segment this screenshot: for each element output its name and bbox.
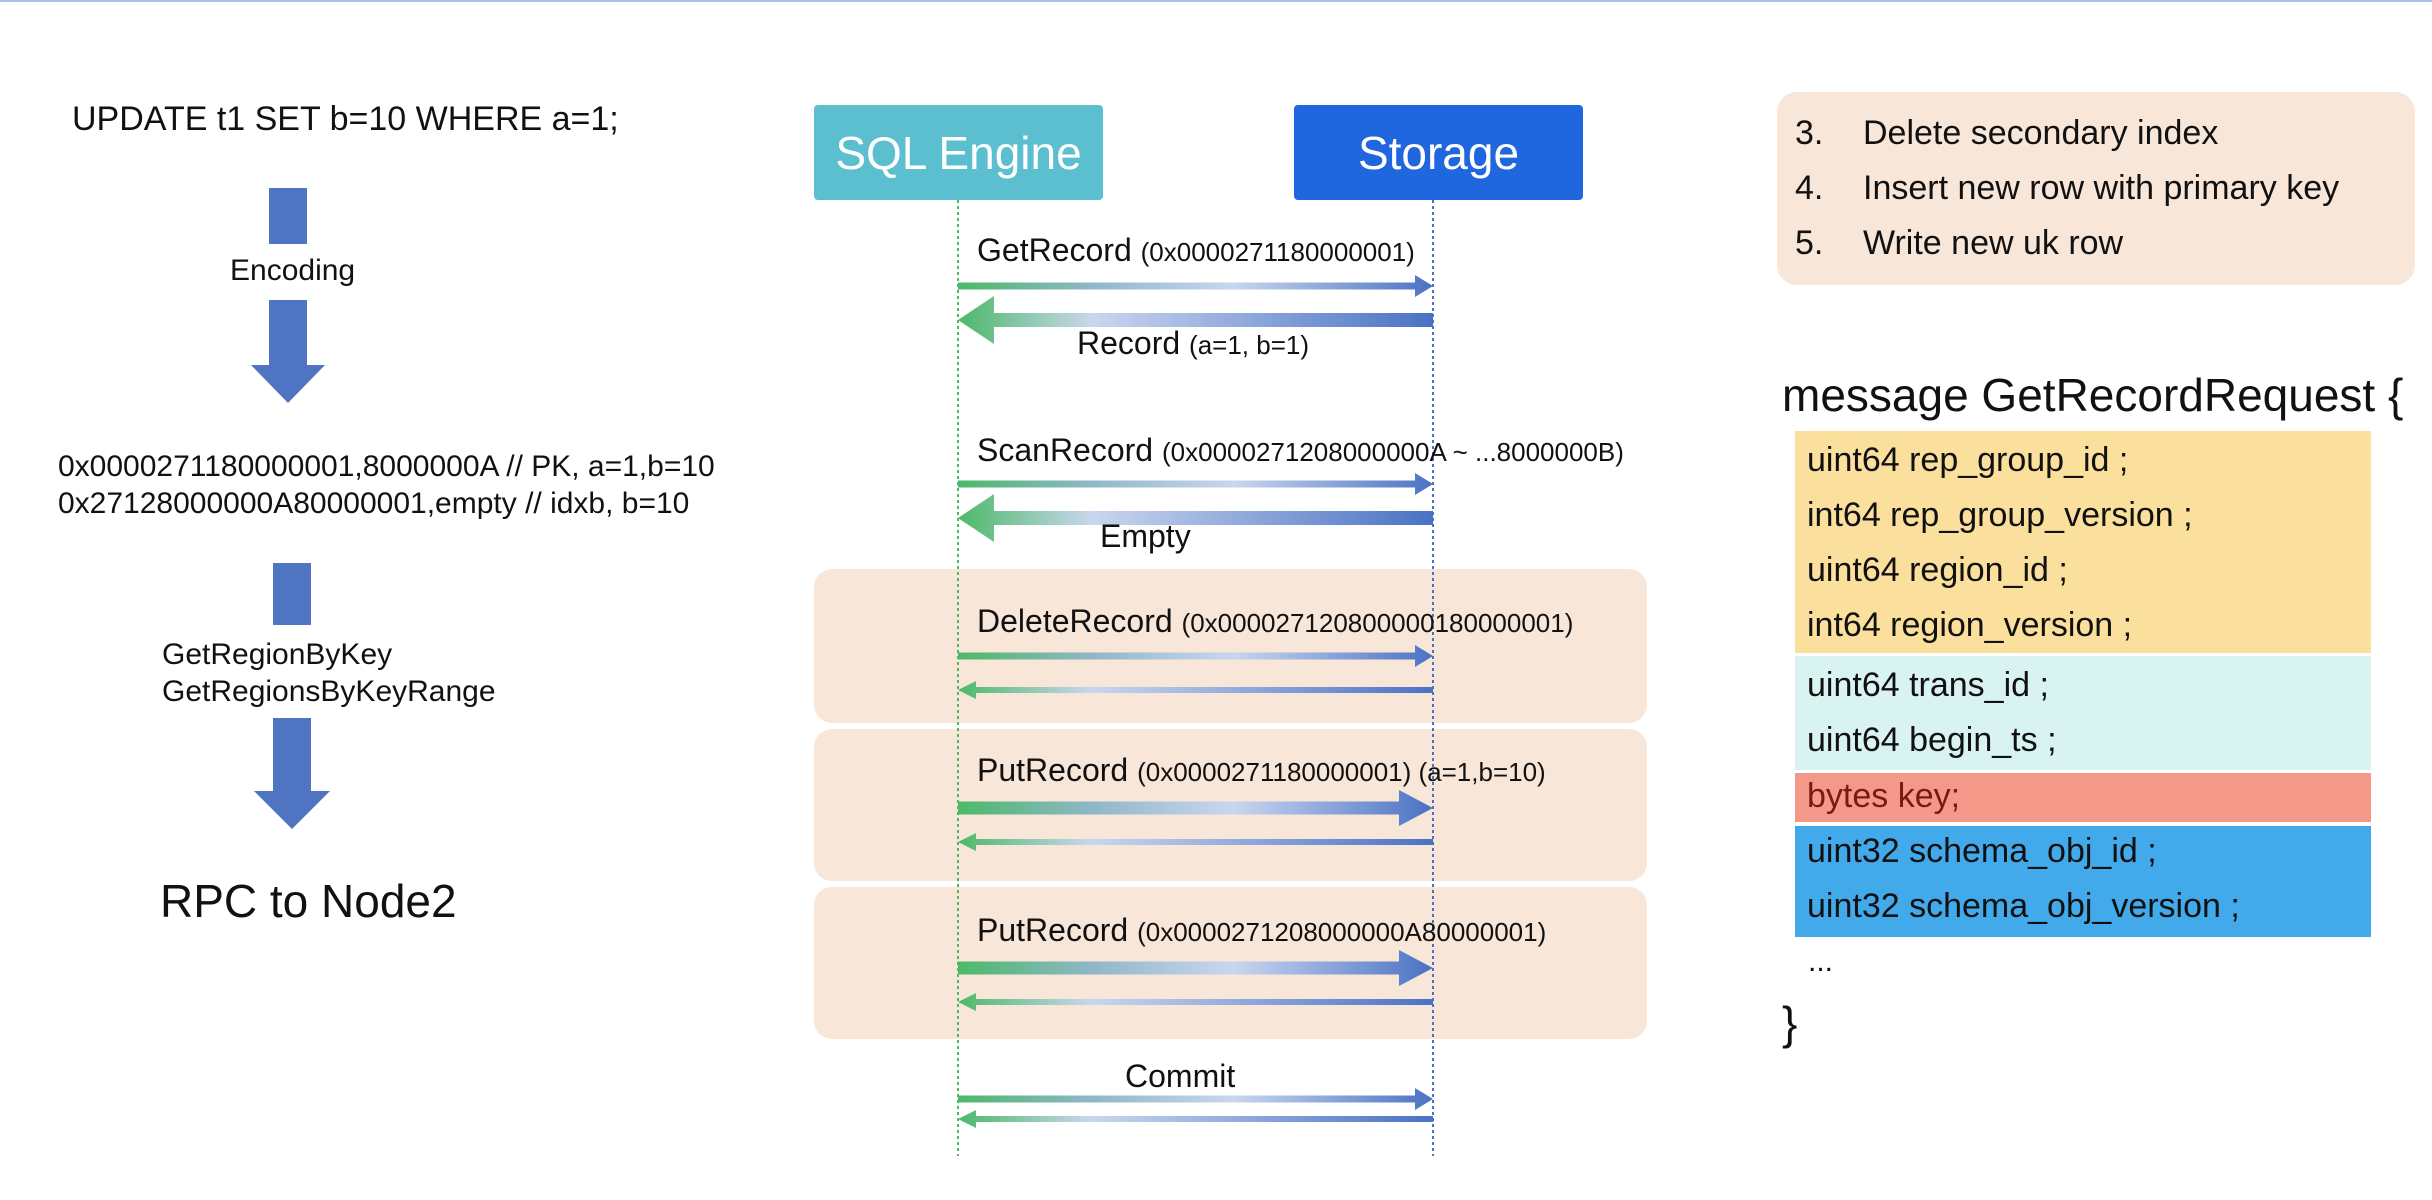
arrow-scan-record xyxy=(958,473,1433,495)
down-arrow-icon xyxy=(254,563,330,829)
field-group-schema: uint32 schema_obj_id ; uint32 schema_obj… xyxy=(1795,826,2371,937)
encoding-label: Encoding xyxy=(230,254,356,287)
message-definition-title: message GetRecordRequest { xyxy=(1782,369,2404,421)
closing-brace: } xyxy=(1782,997,1798,1049)
field-item: int64 region_version ; xyxy=(1807,606,2133,644)
down-arrow-icon xyxy=(251,188,325,403)
step-item: 4.Insert new row with primary key xyxy=(1795,169,2340,207)
msg-scan-record: ScanRecord (0x0000271208000000A ~ ...800… xyxy=(977,432,1624,468)
more-fields-ellipsis: ... xyxy=(1808,945,1834,978)
field-item: uint64 region_id ; xyxy=(1807,551,2068,589)
arrow-get-record xyxy=(958,275,1433,297)
field-group-transaction: uint64 trans_id ; uint64 begin_ts ; xyxy=(1795,656,2371,770)
rpc-target-label: RPC to Node2 xyxy=(160,875,457,927)
encoded-keys: 0x0000271180000001,8000000A // PK, a=1,b… xyxy=(58,448,715,522)
field-item: uint64 trans_id ; xyxy=(1807,666,2049,704)
reply-empty: Empty xyxy=(1100,518,1191,554)
get-region-by-key-label: GetRegionByKey xyxy=(162,638,393,671)
field-item: int64 rep_group_version ; xyxy=(1807,496,2193,534)
msg-put-record-uk: PutRecord (0x0000271208000000A80000001) xyxy=(977,912,1547,948)
steps-list: 3.Delete secondary index 4.Insert new ro… xyxy=(1777,92,2415,285)
actor-sql-engine: SQL Engine xyxy=(814,105,1103,200)
field-group-key: bytes key; xyxy=(1795,773,2371,822)
arrow-empty-reply xyxy=(958,494,1433,542)
msg-put-record-pk: PutRecord (0x0000271180000001) (a=1,b=10… xyxy=(977,752,1546,788)
field-item: uint32 schema_obj_version ; xyxy=(1807,887,2240,925)
top-border xyxy=(0,0,2432,2)
group-delete-record xyxy=(814,569,1647,723)
step-item: 5.Write new uk row xyxy=(1795,224,2124,262)
get-regions-by-key-range-label: GetRegionsByKeyRange xyxy=(162,675,496,708)
encoded-key-pk: 0x0000271180000001,8000000A // PK, a=1,b… xyxy=(58,450,715,483)
reply-record: Record (a=1, b=1) xyxy=(1077,325,1310,361)
msg-get-record: GetRecord (0x0000271180000001) xyxy=(977,232,1415,268)
msg-delete-record: DeleteRecord (0x000027120800000180000001… xyxy=(977,603,1574,639)
field-item: bytes key; xyxy=(1807,777,1961,815)
field-item: uint64 begin_ts ; xyxy=(1807,721,2057,759)
step-item: 3.Delete secondary index xyxy=(1795,114,2219,152)
msg-commit: Commit xyxy=(1125,1058,1236,1094)
actor-storage: Storage xyxy=(1294,105,1583,200)
region-lookup-labels: GetRegionByKey GetRegionsByKeyRange xyxy=(162,636,496,710)
encoded-key-index: 0x27128000000A80000001,empty // idxb, b=… xyxy=(58,487,690,520)
sql-statement: UPDATE t1 SET b=10 WHERE a=1; xyxy=(72,100,619,138)
arrow-commit-reply xyxy=(958,1110,1433,1128)
field-item: uint32 schema_obj_id ; xyxy=(1807,832,2157,870)
group-put-record-uk xyxy=(814,887,1647,1039)
field-item: uint64 rep_group_id ; xyxy=(1807,441,2129,479)
field-group-routing: uint64 rep_group_id ; int64 rep_group_ve… xyxy=(1795,431,2371,653)
